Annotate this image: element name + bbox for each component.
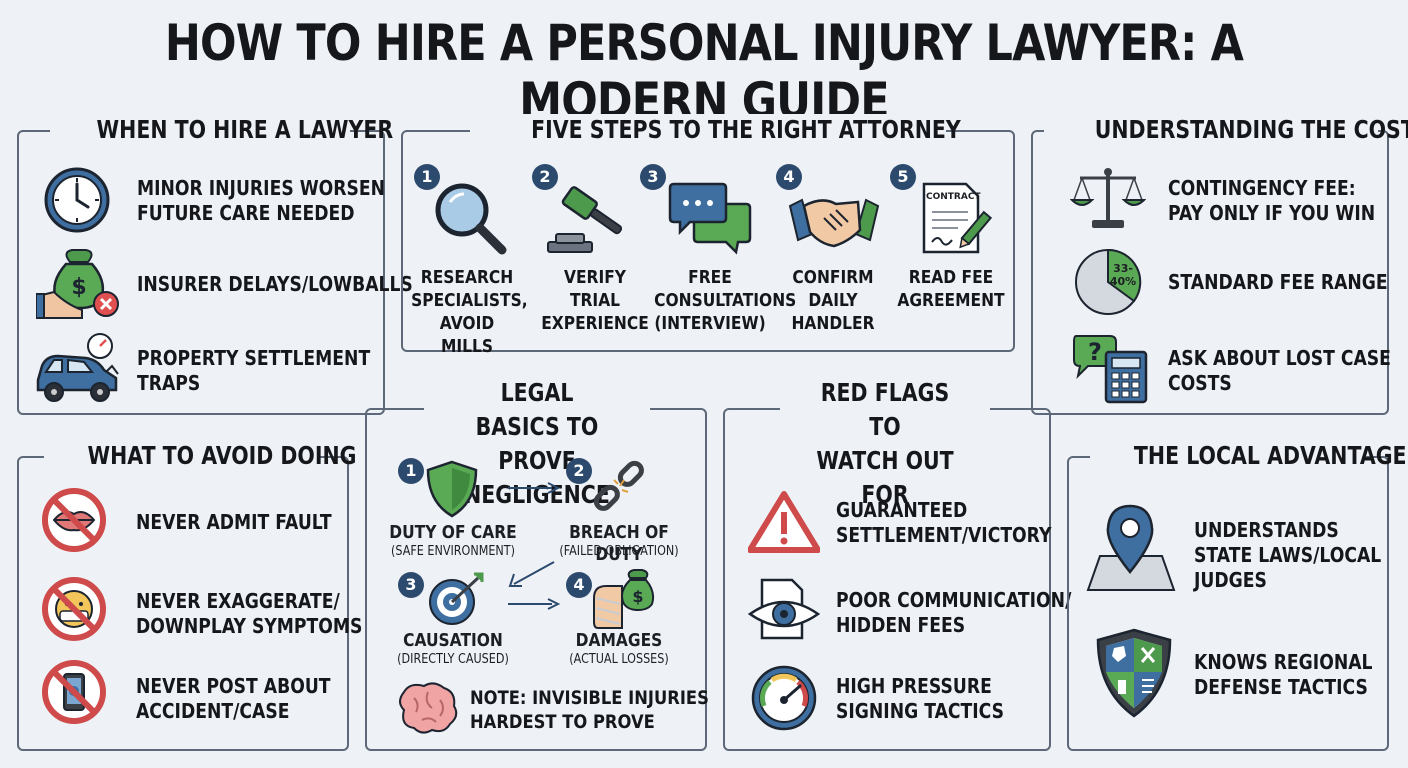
costs-item-1-text: CONTINGENCY FEE:PAY ONLY IF YOU WIN	[1168, 176, 1376, 225]
svg-text:?: ?	[1088, 338, 1102, 366]
pie-chart-label: 33-40%	[1109, 262, 1137, 288]
crest-shield-icon	[1096, 628, 1172, 718]
panel-title-when: WHEN TO HIRE A LAWYER	[50, 114, 393, 146]
panel-title-avoid: WHAT TO AVOID DOING	[44, 440, 356, 472]
legal-number-3: 3	[398, 572, 424, 598]
shield-icon	[426, 460, 478, 518]
avoid-item-1-text: NEVER ADMIT FAULT	[136, 510, 332, 534]
step-number-1: 1	[414, 164, 440, 190]
target-icon	[429, 572, 484, 625]
no-phone-icon	[42, 660, 106, 724]
svg-text:$: $	[632, 587, 643, 606]
step-number-4: 4	[776, 164, 802, 190]
svg-text:$: $	[71, 275, 86, 300]
damaged-car-icon	[36, 333, 119, 402]
legal-item-4-label: DAMAGES	[575, 630, 663, 651]
map-pin-icon	[1086, 504, 1176, 591]
legal-item-2-sub: (FAILED OBLIGATION)	[559, 544, 679, 559]
broken-chain-icon	[593, 460, 644, 511]
money-bag-icon: $	[36, 249, 119, 319]
panel-title-red-flags: RED FLAGS TOWATCH OUT FOR	[780, 376, 990, 512]
bandaged-arm-icon: $	[593, 569, 655, 629]
arrow-right-icon	[508, 598, 560, 610]
step-number-5: 5	[890, 164, 916, 190]
arrow-right-icon	[508, 482, 560, 494]
legal-item-1-label: DUTY OF CARE	[389, 522, 517, 543]
step-number-3: 3	[640, 164, 666, 190]
panel-title-local: THE LOCAL ADVANTAGE	[1090, 440, 1407, 472]
legal-number-2: 2	[566, 458, 592, 484]
legal-item-4-sub: (ACTUAL LOSSES)	[569, 652, 669, 667]
legal-item-1-sub: (SAFE ENVIRONMENT)	[391, 544, 515, 559]
when-item-2-text: INSURER DELAYS/LOWBALLS	[137, 272, 413, 296]
gavel-icon	[547, 186, 623, 253]
avoid-item-2-text: NEVER EXAGGERATE/DOWNPLAY SYMPTOMS	[136, 589, 363, 638]
handshake-icon	[788, 198, 880, 248]
chat-bubbles-icon	[668, 182, 752, 255]
no-exaggerate-icon	[42, 577, 106, 641]
legal-item-2-label: BREACH OF DUTY	[569, 522, 669, 565]
arrow-diagonal-icon	[508, 561, 555, 587]
brain-icon	[399, 682, 458, 734]
calculator-icon: ?	[1073, 335, 1148, 404]
gauge-icon	[751, 665, 817, 731]
legal-item-3-sub: (DIRECTLY CAUSED)	[397, 652, 509, 667]
hidden-doc-icon	[748, 578, 820, 640]
panel-title-steps: FIVE STEPS TO THE RIGHT ATTORNEY	[470, 114, 961, 146]
legal-number-1: 1	[398, 458, 424, 484]
redflag-item-2-text: POOR COMMUNICATION/HIDDEN FEES	[836, 588, 1072, 637]
pie-chart-icon: 33-40%	[1072, 246, 1144, 318]
warning-icon	[748, 491, 820, 553]
contract-icon: CONTRACT	[918, 180, 992, 256]
scales-icon	[1070, 168, 1146, 228]
panel-title-costs: UNDERSTANDING THE COSTS	[1044, 114, 1408, 146]
magnifier-icon	[435, 183, 507, 255]
step-number-2: 2	[532, 164, 558, 190]
clock-icon	[44, 167, 110, 233]
contract-label: CONTRACT	[926, 192, 981, 202]
no-lips-icon	[42, 488, 106, 552]
legal-item-3-label: CAUSATION	[403, 630, 503, 651]
legal-number-4: 4	[566, 572, 592, 598]
costs-item-2-text: STANDARD FEE RANGE	[1168, 270, 1388, 294]
page-title: HOW TO HIRE A PERSONAL INJURY LAWYER: A …	[164, 14, 1244, 130]
